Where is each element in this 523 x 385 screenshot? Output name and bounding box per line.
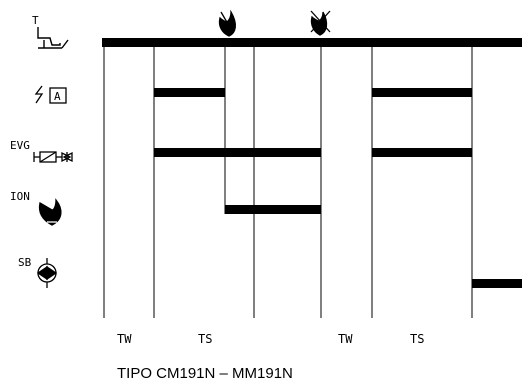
lockout-bar bbox=[472, 279, 522, 288]
phase-label: TW bbox=[117, 332, 132, 346]
row-thermostat: T bbox=[32, 14, 69, 49]
gas-valve-icon bbox=[33, 151, 73, 163]
gas-valve-bar-1 bbox=[154, 148, 321, 157]
ignition-transformer-icon bbox=[34, 85, 67, 104]
thermostat-label: T bbox=[32, 14, 39, 27]
gas-valve-bar-2 bbox=[372, 148, 472, 157]
phase-label: TS bbox=[198, 332, 212, 346]
phase-label: TS bbox=[410, 332, 424, 346]
flame-ionization-icon bbox=[38, 198, 62, 226]
diagram-title: TIPO CM191N – MM191N bbox=[117, 365, 293, 382]
row-lockout: SB bbox=[18, 256, 58, 288]
row-ionization: ION bbox=[10, 190, 62, 226]
phase-label: TW bbox=[338, 332, 353, 346]
ignition-bar-1 bbox=[154, 88, 225, 97]
phase-labels: TW TS TW TS bbox=[117, 332, 424, 346]
thermostat-bar bbox=[102, 38, 522, 47]
gas-valve-label: EVG bbox=[10, 139, 30, 152]
timing-grid bbox=[103, 44, 473, 318]
ignition-label: A bbox=[54, 90, 61, 103]
ionization-bar bbox=[225, 205, 321, 214]
lockout-label: SB bbox=[18, 256, 32, 269]
row-gas-valve: EVG bbox=[10, 139, 73, 163]
flame-absent-icon bbox=[310, 10, 331, 36]
timing-bars bbox=[102, 38, 522, 288]
thermostat-switch-icon bbox=[37, 27, 69, 49]
flame-present-icon bbox=[218, 9, 236, 37]
row-ignition: A bbox=[34, 85, 67, 104]
ionization-label: ION bbox=[10, 190, 30, 203]
lockout-lamp-icon bbox=[36, 258, 58, 288]
ignition-bar-2 bbox=[372, 88, 472, 97]
